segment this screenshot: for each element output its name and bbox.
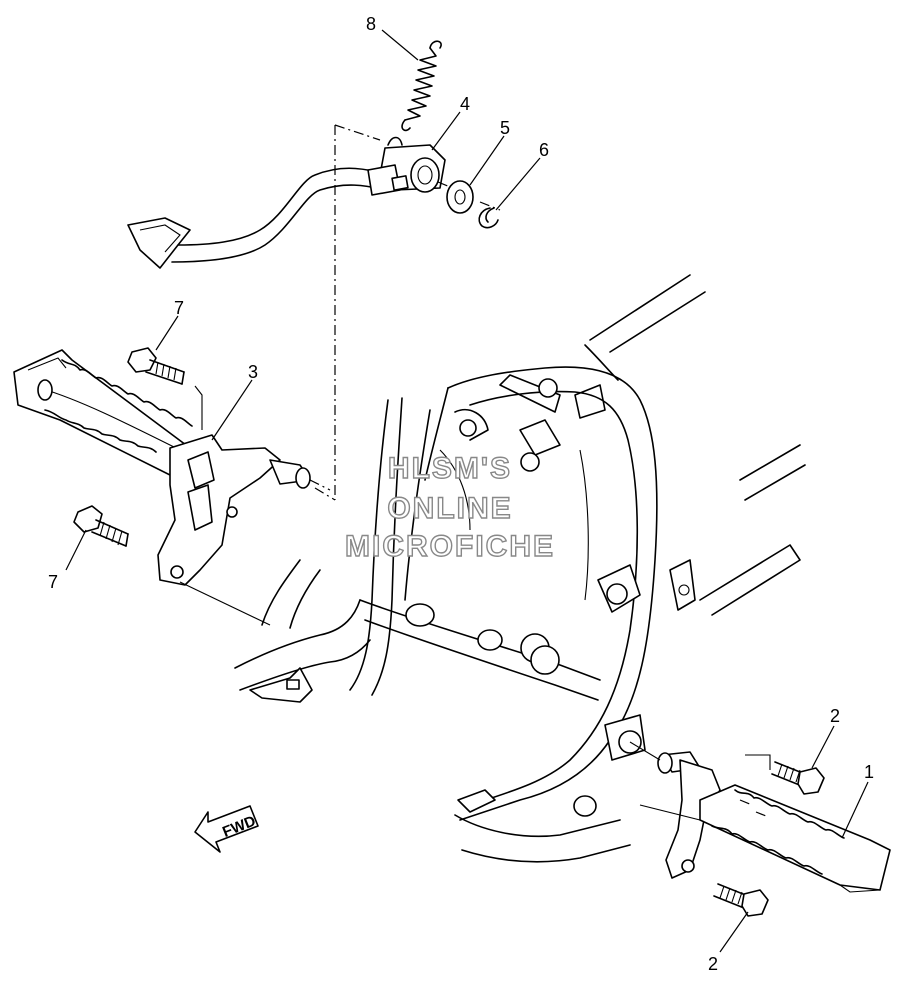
bolt-upper [127,347,185,385]
bolt-right-upper [745,754,825,795]
watermark-line-1: HLSM'S [388,452,512,485]
frame [234,274,806,863]
callout-6: 6 [539,140,549,160]
callout-2-bottom: 2 [708,954,718,974]
bolt-right-lower [713,883,769,917]
watermark-line-3: MICROFICHE [345,530,555,563]
right-footrest [629,741,891,893]
fwd-arrow: FWD [194,805,259,853]
return-spring [401,40,442,132]
callout-7-bottom: 7 [48,572,58,592]
callout-3: 3 [248,362,258,382]
callout-5: 5 [500,118,510,138]
bolt-lower [73,505,129,547]
callout-leaders [65,29,869,953]
e-clip [478,207,499,229]
watermark-line-2: ONLINE [387,492,512,525]
watermark: HLSM'S ONLINE MICROFICHE [344,451,555,563]
brake-pedal [127,136,446,269]
callout-7-top: 7 [174,298,184,318]
callout-4: 4 [460,94,470,114]
callout-8: 8 [366,14,376,34]
washer [446,180,474,214]
callout-labels: 8 4 5 6 7 3 7 2 1 2 [48,14,874,974]
callout-1: 1 [864,762,874,782]
left-footrest [13,349,331,626]
callout-2-top: 2 [830,706,840,726]
